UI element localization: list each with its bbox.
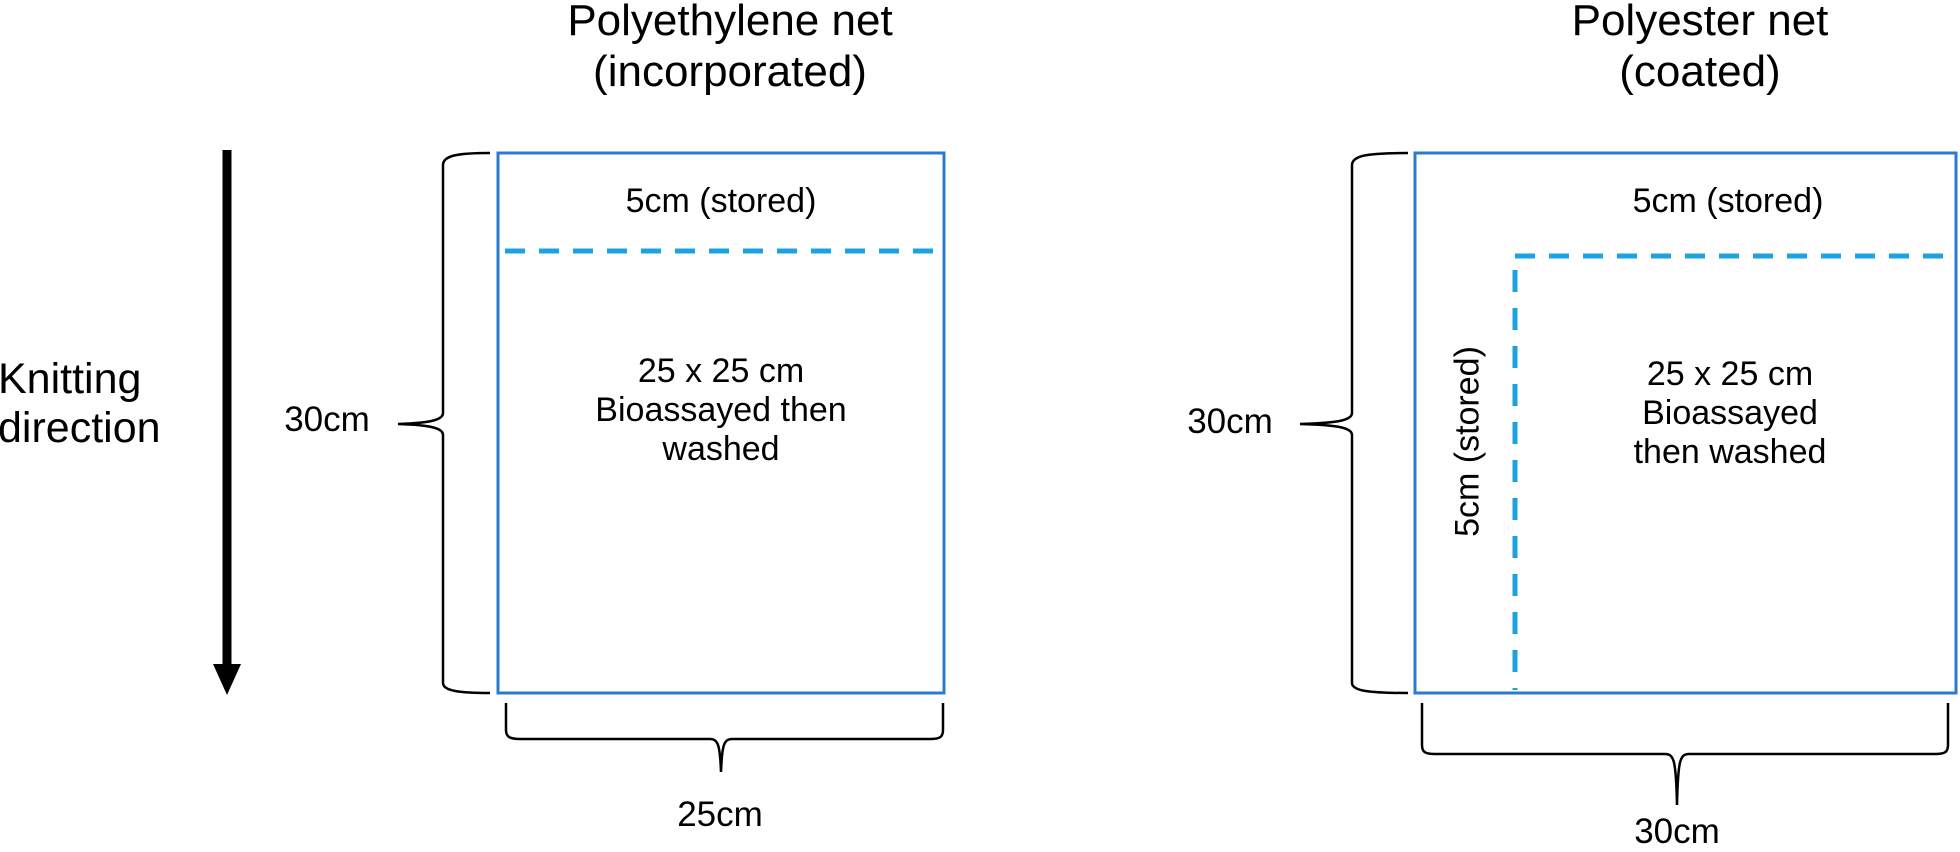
left-stored-top-label: 5cm (stored) <box>625 182 817 220</box>
right-title-line1: Polyester net <box>1571 0 1829 45</box>
left-net-outline <box>496 151 946 695</box>
left-test-area-line1: 25 x 25 cm <box>637 352 805 390</box>
right-height-brace <box>1299 151 1409 695</box>
left-test-area-line3: washed <box>662 430 780 469</box>
right-width-brace <box>1420 703 1950 806</box>
left-height-brace <box>397 151 491 695</box>
right-test-area-label: 25 x 25 cm Bioassayed then washed <box>1560 355 1900 472</box>
left-title-line2: (incorporated) <box>593 46 867 96</box>
right-stored-side-label: 5cm (stored) <box>1448 346 1487 537</box>
right-test-area-line2: Bioassayed <box>1642 394 1818 433</box>
right-net-outline <box>1413 151 1958 695</box>
left-height-label: 30cm <box>284 400 370 439</box>
right-test-area-line1: 25 x 25 cm <box>1646 355 1814 393</box>
right-width-label: 30cm <box>1634 812 1720 851</box>
knitting-direction-label: Knitting direction <box>0 355 208 454</box>
right-height-label: 30cm <box>1187 402 1273 441</box>
right-panel-title: Polyester net (coated) <box>1470 0 1930 97</box>
right-test-area-line3: then washed <box>1633 433 1827 472</box>
knitting-direction-line1: Knitting <box>0 355 142 403</box>
left-width-brace <box>504 703 945 773</box>
left-test-area-label: 25 x 25 cm Bioassayed then washed <box>498 352 944 469</box>
left-test-area-line2: Bioassayed then <box>595 391 847 430</box>
right-title-line2: (coated) <box>1619 46 1781 96</box>
knitting-direction-line2: direction <box>0 404 161 453</box>
arrow-down-icon <box>213 150 241 695</box>
left-title-line1: Polyethylene net <box>567 0 893 45</box>
right-stored-top-label: 5cm (stored) <box>1632 182 1824 220</box>
left-width-label: 25cm <box>677 795 763 834</box>
left-panel-title: Polyethylene net (incorporated) <box>500 0 960 97</box>
